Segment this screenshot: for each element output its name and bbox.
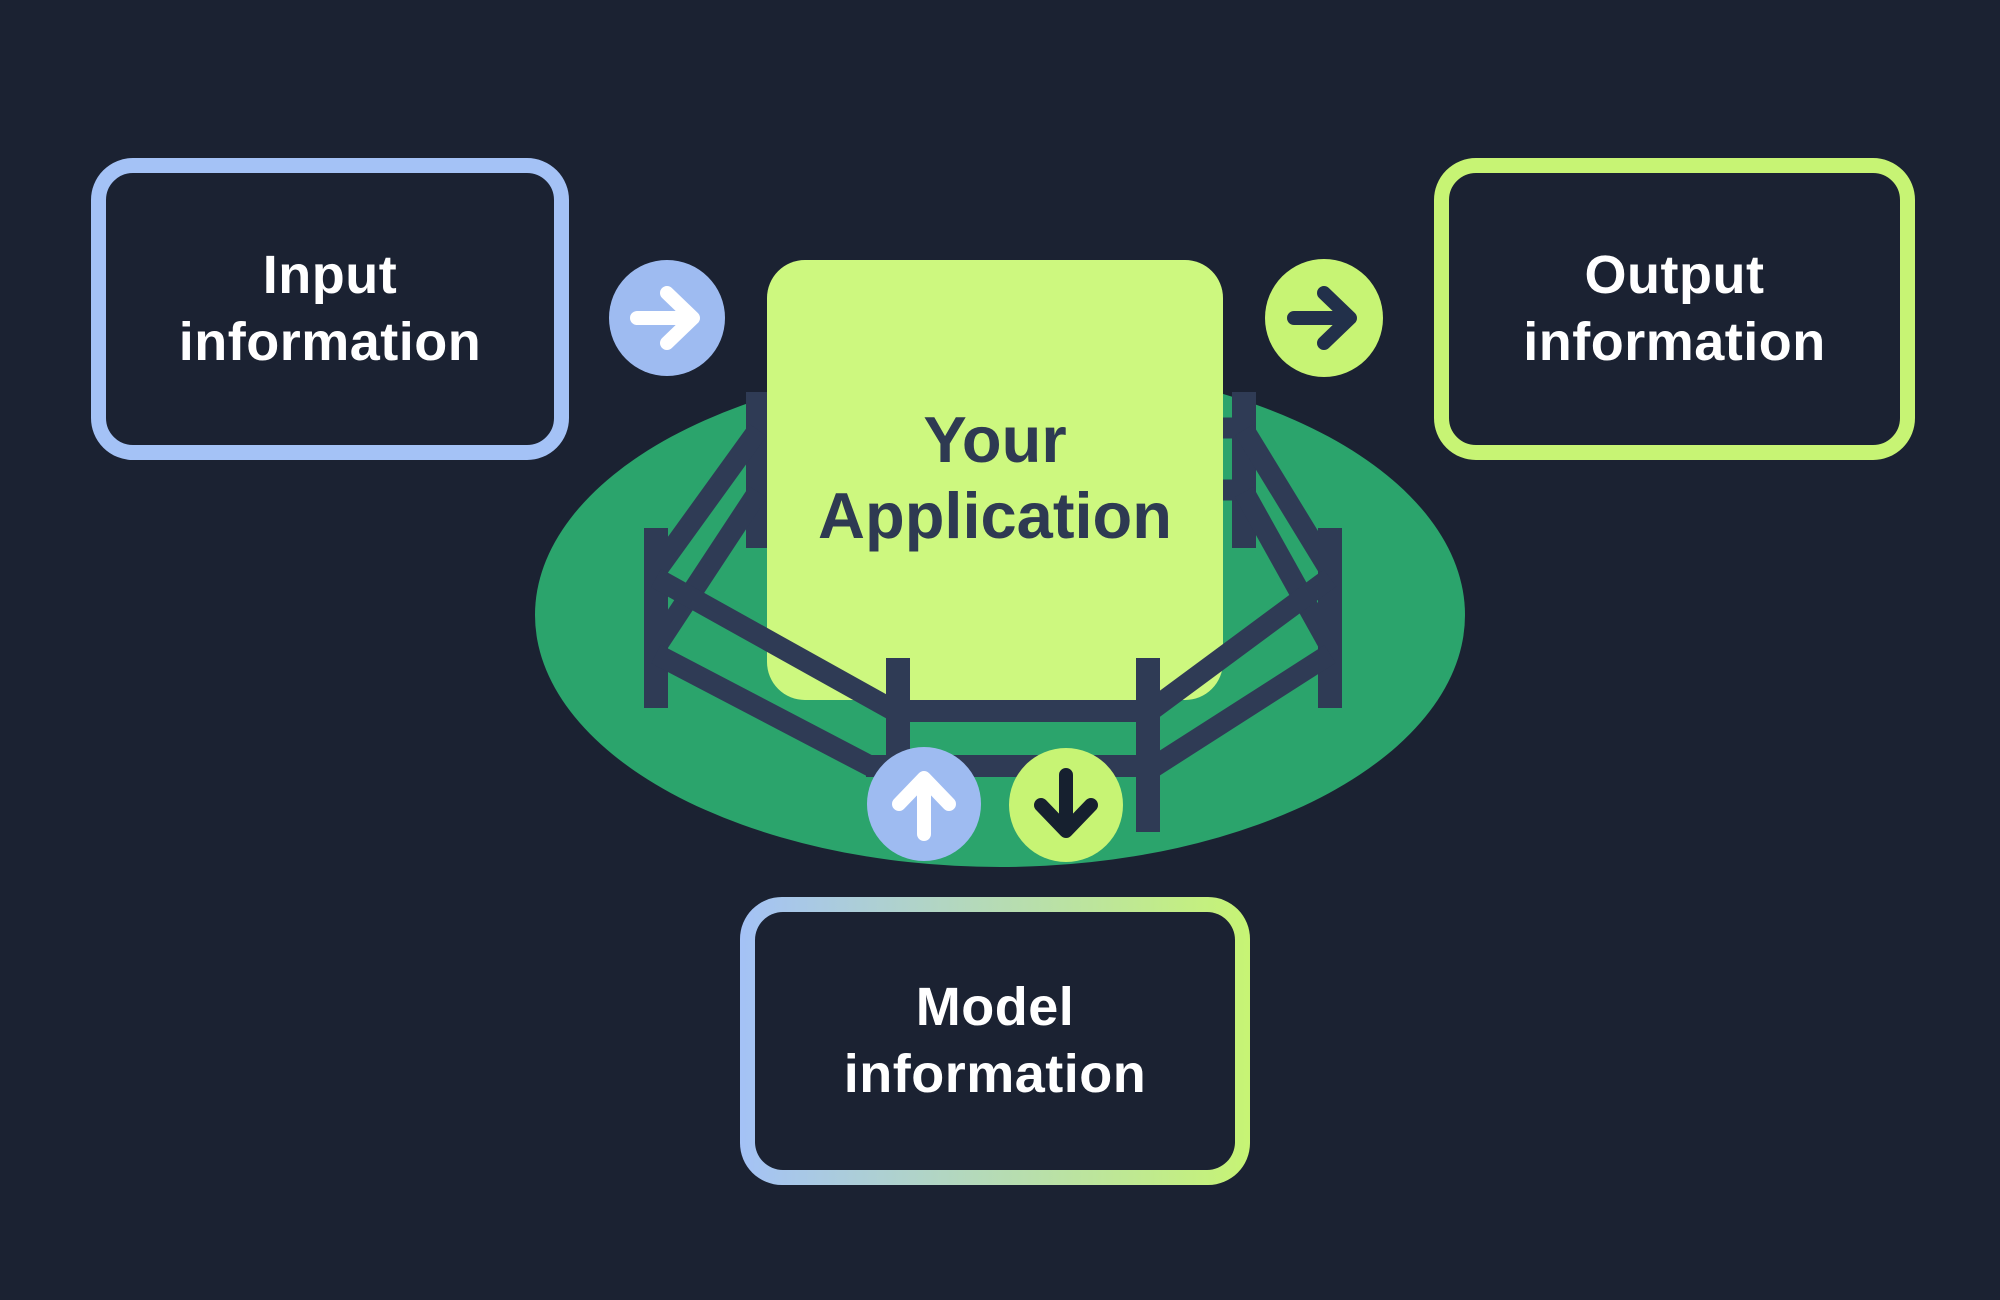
fence-post-mid-left	[644, 528, 668, 708]
model-response-badge	[867, 747, 981, 861]
fence-rail	[651, 644, 879, 778]
fence-post-back-left	[746, 392, 770, 548]
input-flow-badge	[609, 260, 725, 376]
application-label-line1: Your	[923, 403, 1066, 476]
fence-rail	[650, 568, 906, 724]
arrow-right-icon	[630, 286, 700, 350]
input-information-label: Input information	[178, 245, 482, 372]
fence-rail	[645, 486, 767, 656]
input-information-box: Input information	[91, 158, 569, 460]
fence-rail	[645, 423, 767, 581]
model-information-box: Model information	[740, 897, 1250, 1185]
output-information-box: Output information	[1434, 158, 1915, 460]
fence-rail	[1235, 424, 1341, 580]
model-information-box-inner: Model information	[755, 912, 1235, 1170]
fence-rail	[1139, 569, 1337, 723]
output-flow-badge	[1265, 259, 1383, 377]
arrow-right-icon	[1287, 286, 1357, 350]
fence-rail	[1146, 645, 1336, 777]
application-card	[767, 260, 1223, 700]
model-information-label: Model information	[843, 977, 1147, 1104]
fence-post-mid-right	[1318, 528, 1342, 708]
model-request-badge	[1009, 748, 1123, 862]
arrow-down-icon	[1034, 768, 1098, 838]
fence-rail	[1234, 486, 1342, 656]
fence-post-front-right	[1136, 658, 1160, 832]
output-information-label: Output information	[1523, 245, 1826, 372]
arrow-up-icon	[892, 771, 956, 841]
application-label-line2: Application	[818, 479, 1172, 552]
